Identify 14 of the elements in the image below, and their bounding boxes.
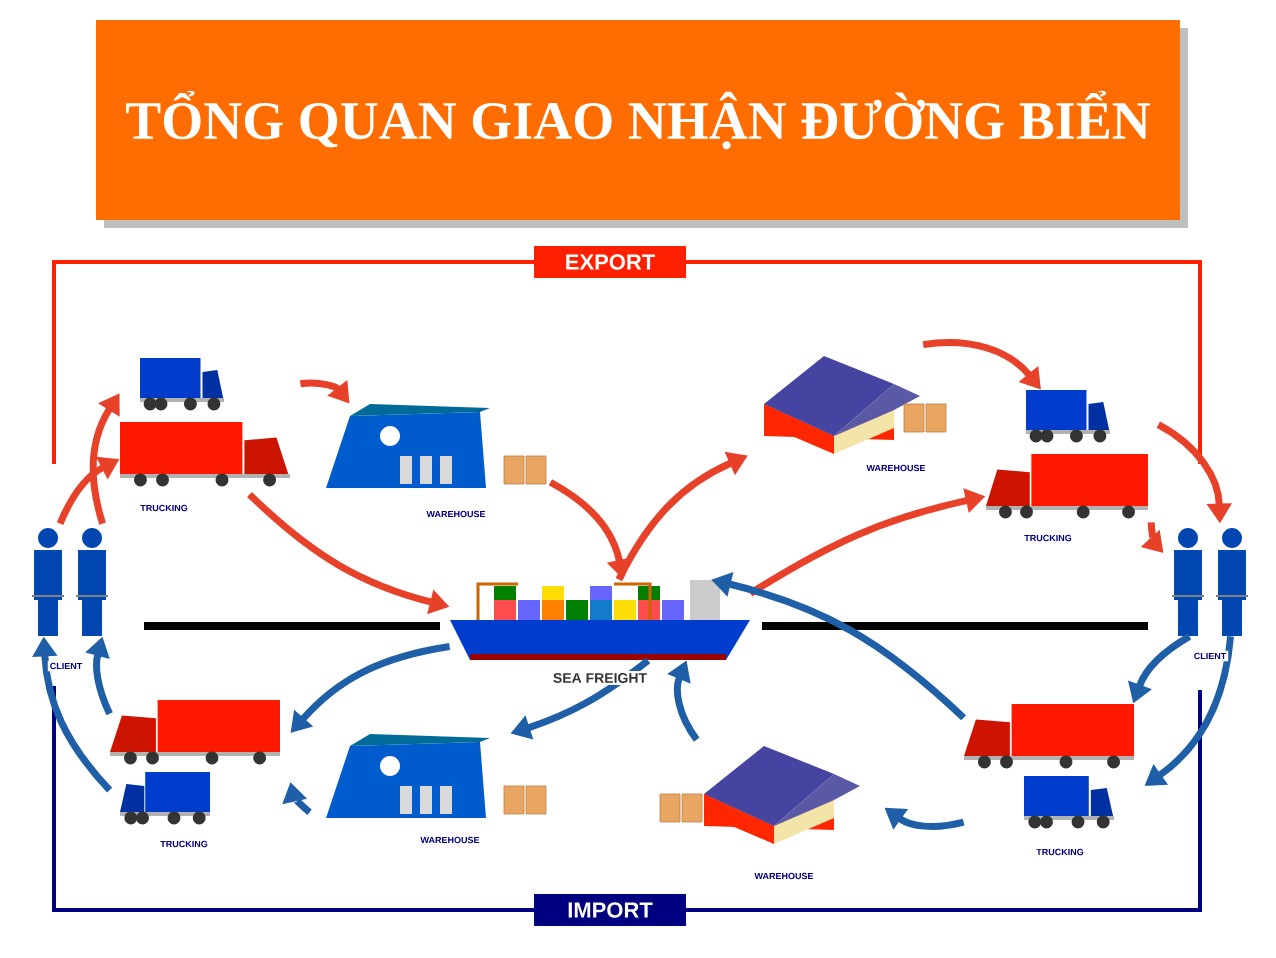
truck-drawing (964, 704, 1134, 829)
client-drawing (1171, 528, 1249, 636)
title-banner: TỔNG QUAN GIAO NHẬN ĐƯỜNG BIỂN (96, 20, 1188, 228)
section-tab: EXPORT (534, 246, 686, 278)
truck-drawing (120, 358, 290, 487)
client-drawing (31, 528, 109, 636)
warehouse-drawing (326, 734, 547, 818)
warehouse-drawing (764, 356, 947, 454)
warehouse-drawing (659, 746, 860, 844)
truck-drawing (986, 390, 1148, 519)
ship-drawing (450, 580, 750, 660)
truck-drawing (110, 700, 280, 825)
section-tab: IMPORT (534, 894, 686, 926)
warehouse-drawing (326, 404, 547, 488)
